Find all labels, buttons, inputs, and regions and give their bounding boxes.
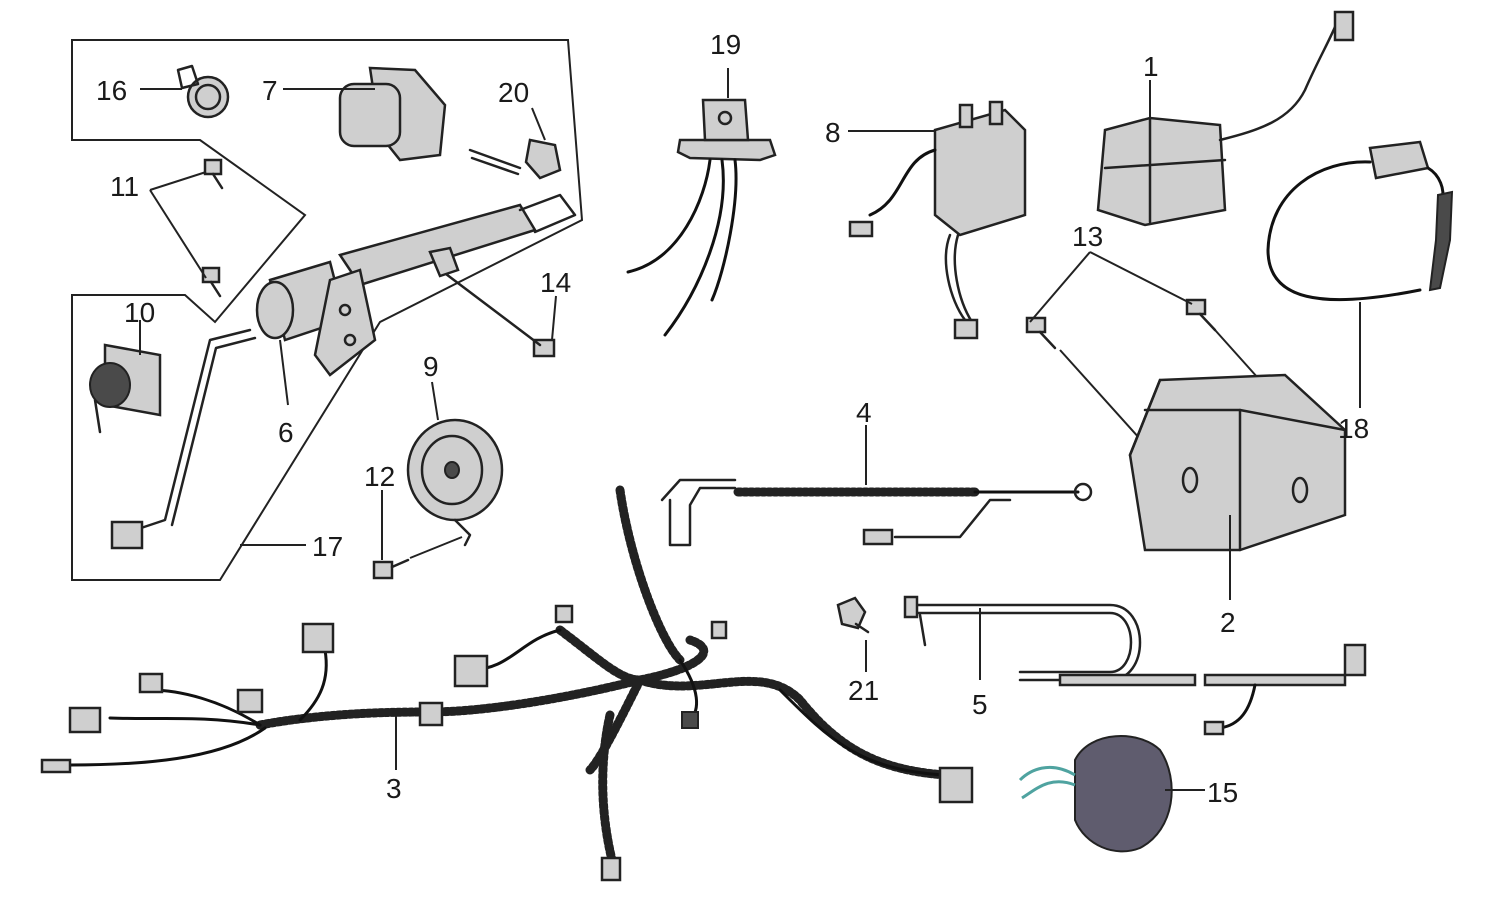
label-part-4: 4 — [856, 397, 872, 428]
label-part-14: 14 — [540, 267, 571, 298]
part-18-ignition-coil — [1266, 140, 1454, 408]
part-8-starter-relay — [848, 100, 1027, 340]
label-part-8: 8 — [825, 117, 841, 148]
label-part-6: 6 — [278, 417, 294, 448]
label-part-15: 15 — [1207, 777, 1238, 808]
label-part-1: 1 — [1143, 51, 1159, 82]
part-2-battery-box — [1128, 373, 1347, 600]
label-part-17: 17 — [312, 531, 343, 562]
label-part-21: 21 — [848, 675, 879, 706]
ignition-assembly-outline — [71, 39, 584, 581]
label-part-10: 10 — [124, 297, 155, 328]
label-part-9: 9 — [423, 351, 439, 382]
part-9-horn — [406, 381, 504, 547]
part-21-fastener — [836, 596, 870, 672]
label-part-5: 5 — [972, 689, 988, 720]
label-part-7: 7 — [262, 75, 278, 106]
part-7-cover — [283, 66, 447, 162]
label-part-2: 2 — [1220, 607, 1236, 638]
part-1-cdi-unit — [1096, 10, 1355, 227]
label-part-16: 16 — [96, 75, 127, 106]
part-19-relay — [626, 68, 777, 337]
label-part-18: 18 — [1338, 413, 1369, 444]
label-part-11: 11 — [110, 171, 139, 202]
part-20-clip — [468, 107, 562, 180]
part-14-bolt — [428, 246, 557, 358]
part-4-cable — [660, 425, 1093, 547]
label-part-12: 12 — [364, 461, 395, 492]
label-part-3: 3 — [386, 773, 402, 804]
part-3-wire-harness — [40, 485, 974, 882]
part-13-screws — [1025, 251, 1259, 451]
part-11-screws — [149, 158, 224, 298]
label-part-20: 20 — [498, 77, 529, 108]
label-part-13: 13 — [1072, 221, 1103, 252]
part-10-switch — [89, 320, 162, 434]
part-5-battery-cables — [903, 595, 1367, 736]
label-part-19: 19 — [710, 29, 741, 60]
part-15-regulator — [1018, 735, 1205, 853]
part-6-lock-shaft — [110, 193, 577, 550]
part-16-key-cap — [140, 64, 230, 119]
part-12-bolt — [372, 490, 463, 580]
